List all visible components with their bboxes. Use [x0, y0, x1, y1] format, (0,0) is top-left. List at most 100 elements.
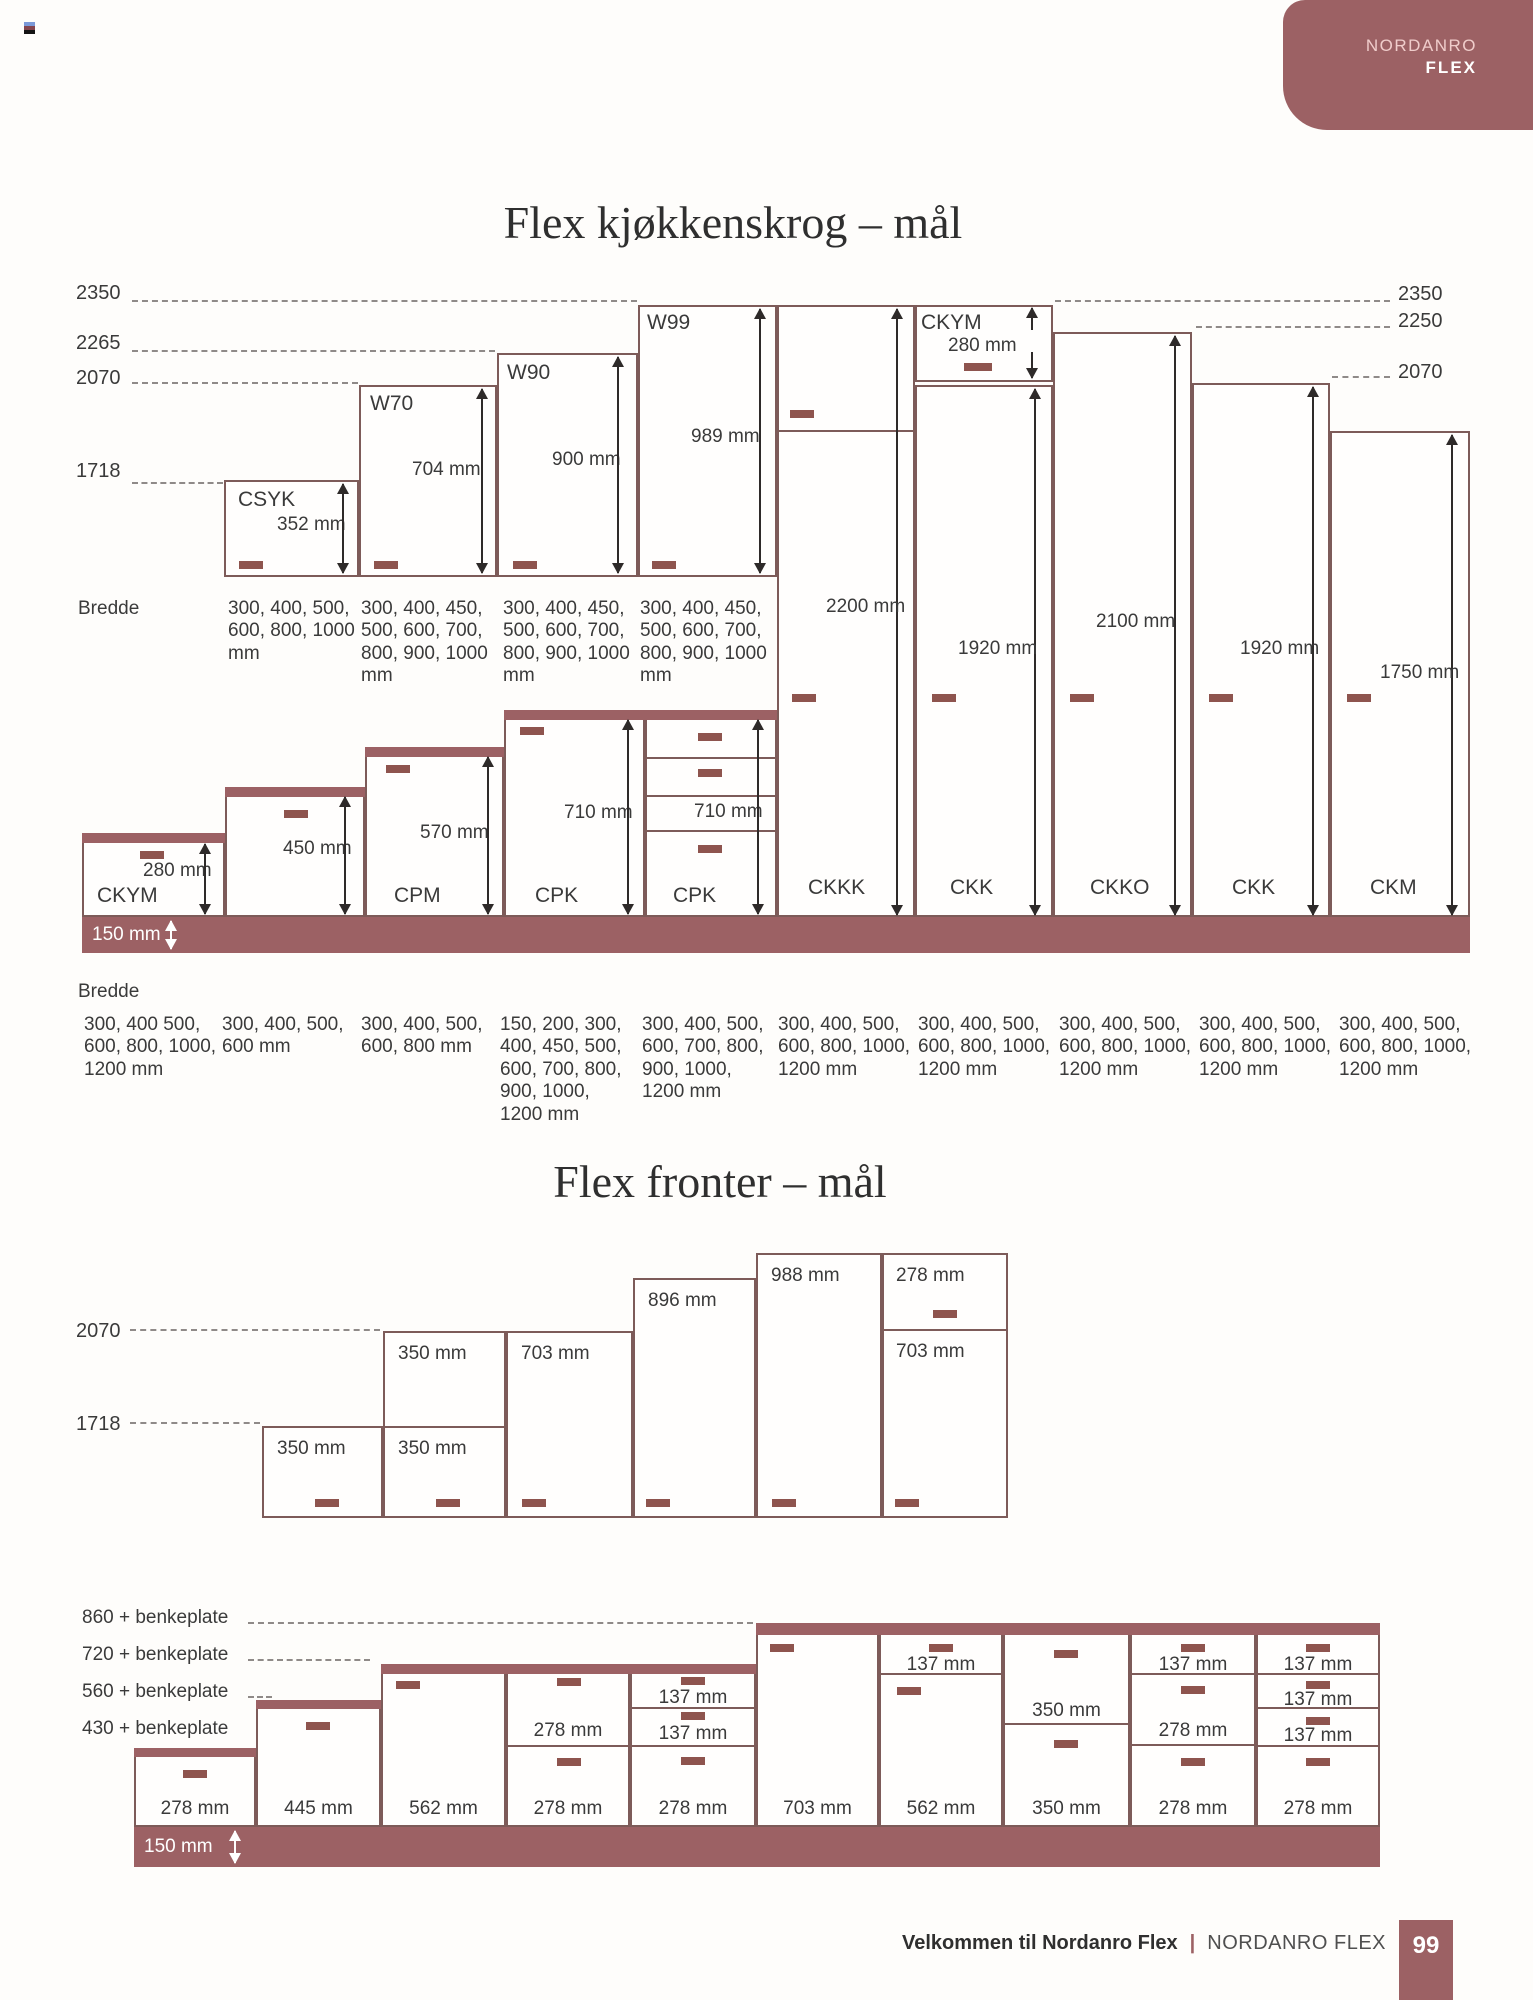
- top-unit-ckym-handle: [964, 363, 992, 371]
- unit-9-handle-2: [1181, 1686, 1205, 1694]
- front-1-handle: [315, 1499, 339, 1507]
- scale-label-2265-left: 2265: [76, 332, 121, 354]
- dim-arrow-cpm: [482, 756, 494, 915]
- cpk-drawer-divider-2: [647, 795, 775, 797]
- dash-line-2070-right: [1332, 376, 1390, 378]
- unit-8-bottom-label: 350 mm: [1032, 1798, 1101, 1819]
- tall-ckk1-height: 1920 mm: [958, 638, 1038, 659]
- dim-arrow-ckk1: [1029, 388, 1041, 916]
- cpm-counter-strip: [365, 747, 504, 757]
- dim-arrow-base-450: [339, 796, 351, 915]
- corner-registration-mark: [24, 22, 35, 35]
- unit-3-strip: [381, 1664, 506, 1674]
- ckkk-divider: [779, 430, 913, 432]
- registration-mark-black: [24, 30, 35, 34]
- unit-9-inner-label-2: 278 mm: [1158, 1720, 1228, 1741]
- cpk-drawers-counter-strip: [645, 710, 777, 720]
- unit-9-handle-1: [1181, 1644, 1205, 1652]
- unit-10-divider-1: [1258, 1673, 1378, 1675]
- cabinet-handle-w70: [374, 561, 398, 569]
- unit-5-divider-2: [632, 1745, 754, 1747]
- unit-278: [134, 1748, 256, 1827]
- dash-line-2265-left: [132, 350, 495, 352]
- unit-5-inner-label-1: 137 mm: [658, 1687, 728, 1708]
- front-5-label: 988 mm: [771, 1265, 840, 1286]
- dim-arrow-w90: [612, 356, 624, 574]
- unit-703: [756, 1623, 879, 1827]
- unit-5-handle-2: [681, 1712, 705, 1720]
- bredde-cpk-door: 150, 200, 300, 400, 450, 500, 600, 700, …: [500, 1014, 622, 1125]
- ckym-top-arrow-down: [1026, 352, 1038, 379]
- unit-3-handle: [396, 1681, 420, 1689]
- dash-line-2350-right: [1055, 300, 1390, 302]
- brand-name: NORDANRO: [1365, 36, 1477, 55]
- ckym-top-arrow-up: [1026, 307, 1038, 330]
- dim-arrow-csyk: [337, 483, 349, 574]
- footer-right-text: NORDANRO FLEX: [1207, 1932, 1386, 1954]
- top-unit-ckym-height: 280 mm: [948, 335, 1017, 356]
- unit-137x3-278: [1256, 1623, 1380, 1827]
- bredde-w70: 300, 400, 450, 500, 600, 700, 800, 900, …: [361, 598, 488, 687]
- unit-278-278: [506, 1664, 630, 1827]
- unit-8-strip: [1003, 1623, 1130, 1635]
- unit-137-278-278: [1130, 1623, 1256, 1827]
- tall-ckko-height: 2100 mm: [1096, 611, 1176, 632]
- registration-mark-red: [24, 26, 35, 30]
- unit-9-bottom-label: 278 mm: [1158, 1798, 1228, 1819]
- front-4-label: 896 mm: [648, 1290, 717, 1311]
- unit-562-door: [381, 1664, 506, 1827]
- page-number: 99: [1412, 1932, 1440, 1959]
- cpk-door-handle: [520, 727, 544, 735]
- front-703: [506, 1331, 633, 1518]
- unit-7-inner-label: 137 mm: [906, 1654, 976, 1675]
- unit-10-inner-label-1: 137 mm: [1283, 1654, 1353, 1675]
- bredde-csyk: 300, 400, 500, 600, 800, 1000 mm: [228, 598, 355, 664]
- unit-6-strip: [756, 1623, 879, 1635]
- front-1-label: 350 mm: [277, 1438, 346, 1459]
- front-6-handle: [895, 1499, 919, 1507]
- tall-ckk2-height: 1920 mm: [1240, 638, 1320, 659]
- wall-cabinet-w99-code: W99: [647, 311, 691, 334]
- unit-5-divider-1: [632, 1707, 754, 1709]
- unit-10-handle-2: [1306, 1681, 1330, 1689]
- cabinet-handle-w90: [513, 561, 537, 569]
- front-350-double: [383, 1331, 506, 1518]
- tall-cabinet-ckk-2: [1192, 383, 1330, 917]
- cpk-drawer-divider-1: [647, 757, 775, 759]
- wall-cabinet-csyk-code: CSYK: [238, 488, 296, 511]
- wall-cabinet-w90-code: W90: [507, 361, 551, 384]
- scale-720-benkeplate: 720 + benkeplate: [82, 1644, 229, 1665]
- unit-9-divider-2: [1132, 1744, 1254, 1746]
- wall-cabinet-w70: [359, 385, 497, 577]
- bredde-base-450: 300, 400, 500, 600 mm: [222, 1014, 344, 1058]
- dash-line-2350-left: [132, 300, 637, 302]
- base-ckym-handle: [140, 851, 164, 859]
- unit-8-inner-label: 350 mm: [1032, 1700, 1101, 1721]
- unit-7-handle-1: [929, 1644, 953, 1652]
- front-2-handle: [436, 1499, 460, 1507]
- unit-1-bottom-label: 278 mm: [160, 1798, 230, 1819]
- bredde-ckkk: 300, 400, 500, 600, 800, 1000, 1200 mm: [778, 1014, 911, 1080]
- front-3-label: 703 mm: [521, 1343, 590, 1364]
- cpk-drawer-divider-3: [647, 830, 775, 832]
- unit-7-handle-2: [897, 1687, 921, 1695]
- unit-7-strip: [879, 1623, 1003, 1635]
- unit-1-handle: [183, 1770, 207, 1778]
- unit-5-handle-1: [681, 1677, 705, 1685]
- unit-5-strip: [630, 1664, 756, 1674]
- bredde-base-ckym: 300, 400 500, 600, 800, 1000, 1200 mm: [84, 1014, 217, 1080]
- base-cabinet-450: [225, 787, 365, 917]
- unit-7-bottom-label: 562 mm: [906, 1798, 976, 1819]
- unit-137-562: [879, 1623, 1003, 1827]
- ckkk-handle: [792, 694, 816, 702]
- plinth-lower: 150 mm: [134, 1827, 1380, 1867]
- cpk-door-counter-strip: [504, 710, 645, 720]
- wall-cabinet-w70-height: 704 mm: [412, 459, 481, 480]
- tall-ckkk-code: CKKK: [808, 876, 866, 899]
- wall-cabinet-csyk: [224, 480, 359, 577]
- top-unit-ckym-code: CKYM: [921, 311, 982, 334]
- unit-10-divider-2: [1258, 1707, 1378, 1709]
- ckk1-handle: [932, 694, 956, 702]
- ckym-counter-strip: [82, 833, 225, 843]
- unit-10-strip: [1256, 1623, 1380, 1635]
